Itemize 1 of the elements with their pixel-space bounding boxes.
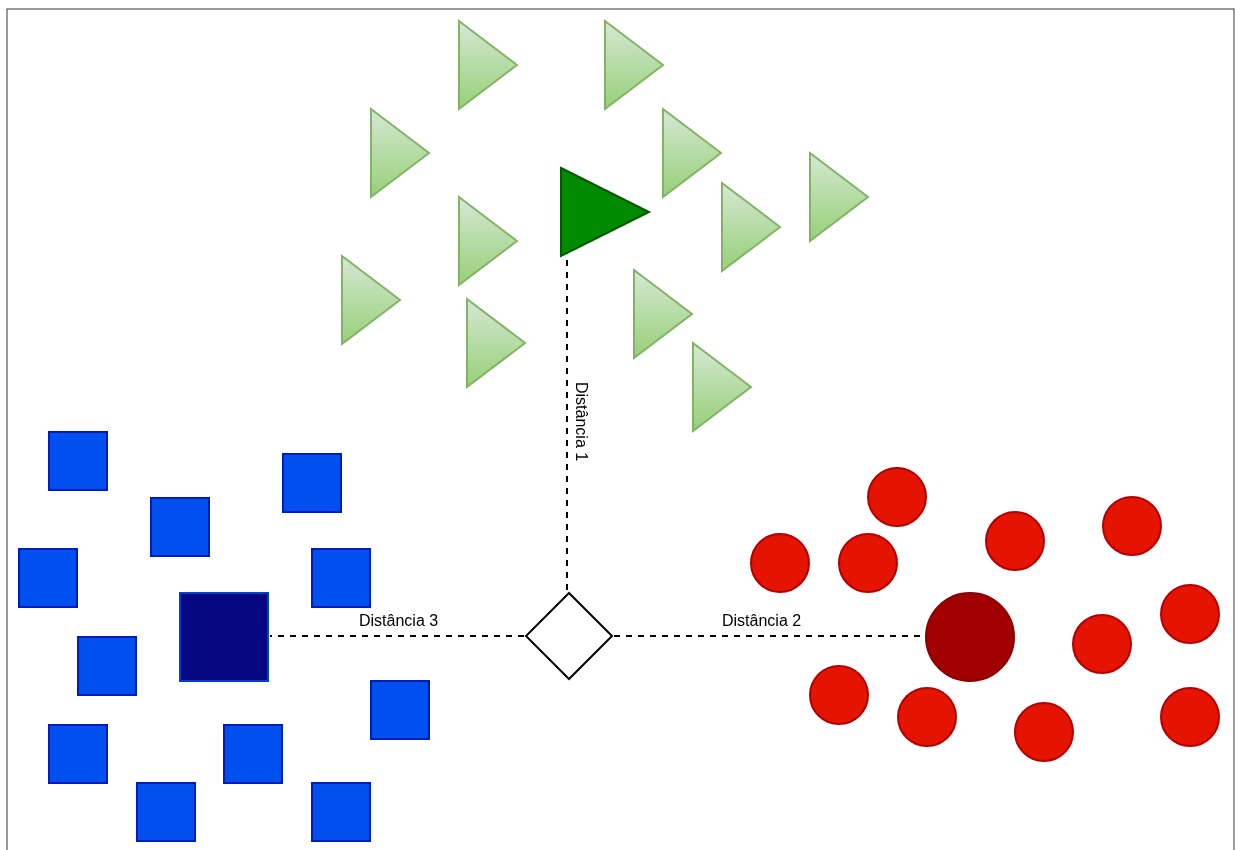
connector-line [269,635,525,637]
